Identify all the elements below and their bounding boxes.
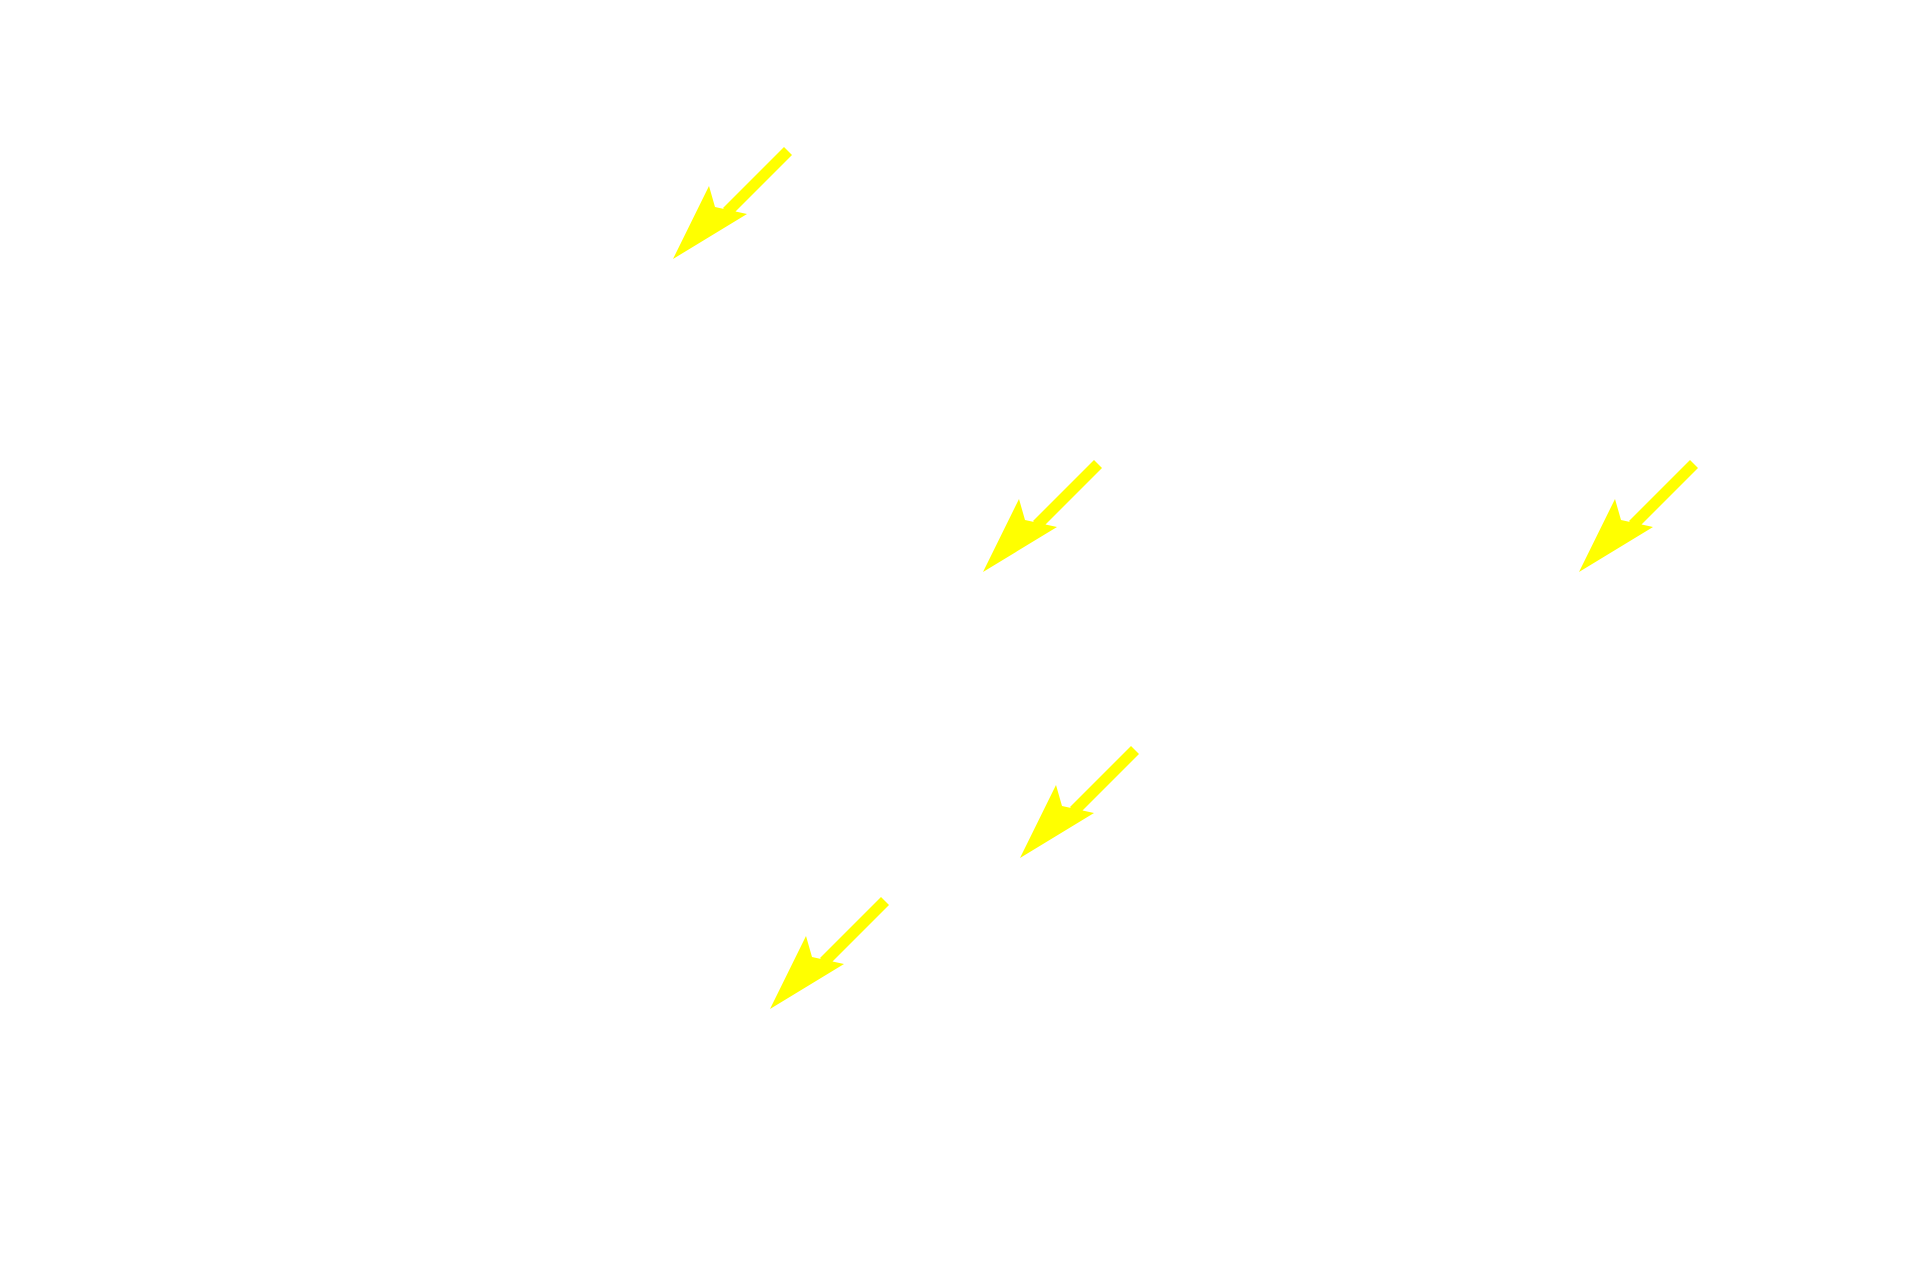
arrow-down-left-icon-graphic	[673, 147, 792, 259]
arrow-down-left-icon-graphic	[1020, 746, 1139, 858]
arrow-down-left-icon-graphic	[1579, 460, 1698, 572]
arrow-down-left-icon-graphic	[983, 460, 1102, 572]
arrow-down-left-icon	[1020, 742, 1140, 862]
arrow-down-left-icon	[1579, 456, 1699, 576]
arrow-down-left-icon	[983, 456, 1103, 576]
arrow-down-left-icon	[673, 143, 793, 263]
arrow-down-left-icon-graphic	[770, 897, 889, 1009]
arrow-down-left-icon	[770, 893, 890, 1013]
